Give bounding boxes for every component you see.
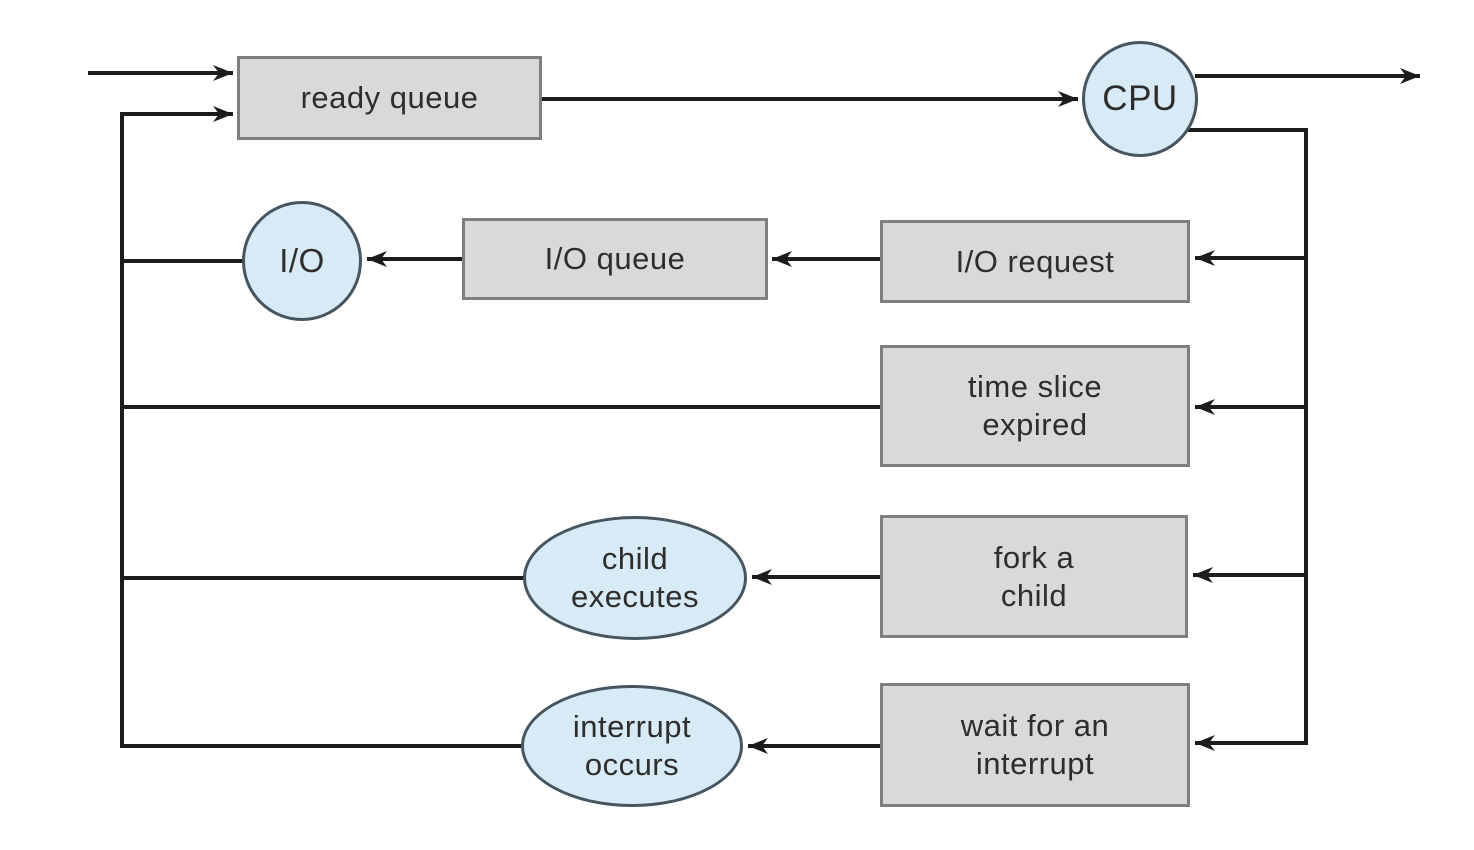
edge-cpu-right-trunk-to-wait bbox=[1188, 128, 1308, 751]
node-ready-queue: ready queue bbox=[237, 56, 542, 140]
node-interrupt-occurs: interrupt occurs bbox=[521, 685, 743, 807]
node-time-slice-expired: time slice expired bbox=[880, 345, 1190, 467]
node-fork-a-child: fork a child bbox=[880, 515, 1188, 638]
node-io: I/O bbox=[242, 201, 362, 321]
node-child-executes: child executes bbox=[523, 516, 747, 640]
node-wait-for-an-interrupt: wait for an interrupt bbox=[880, 683, 1190, 807]
node-io-queue: I/O queue bbox=[462, 218, 768, 300]
node-io-request: I/O request bbox=[880, 220, 1190, 303]
node-cpu: CPU bbox=[1082, 41, 1198, 157]
